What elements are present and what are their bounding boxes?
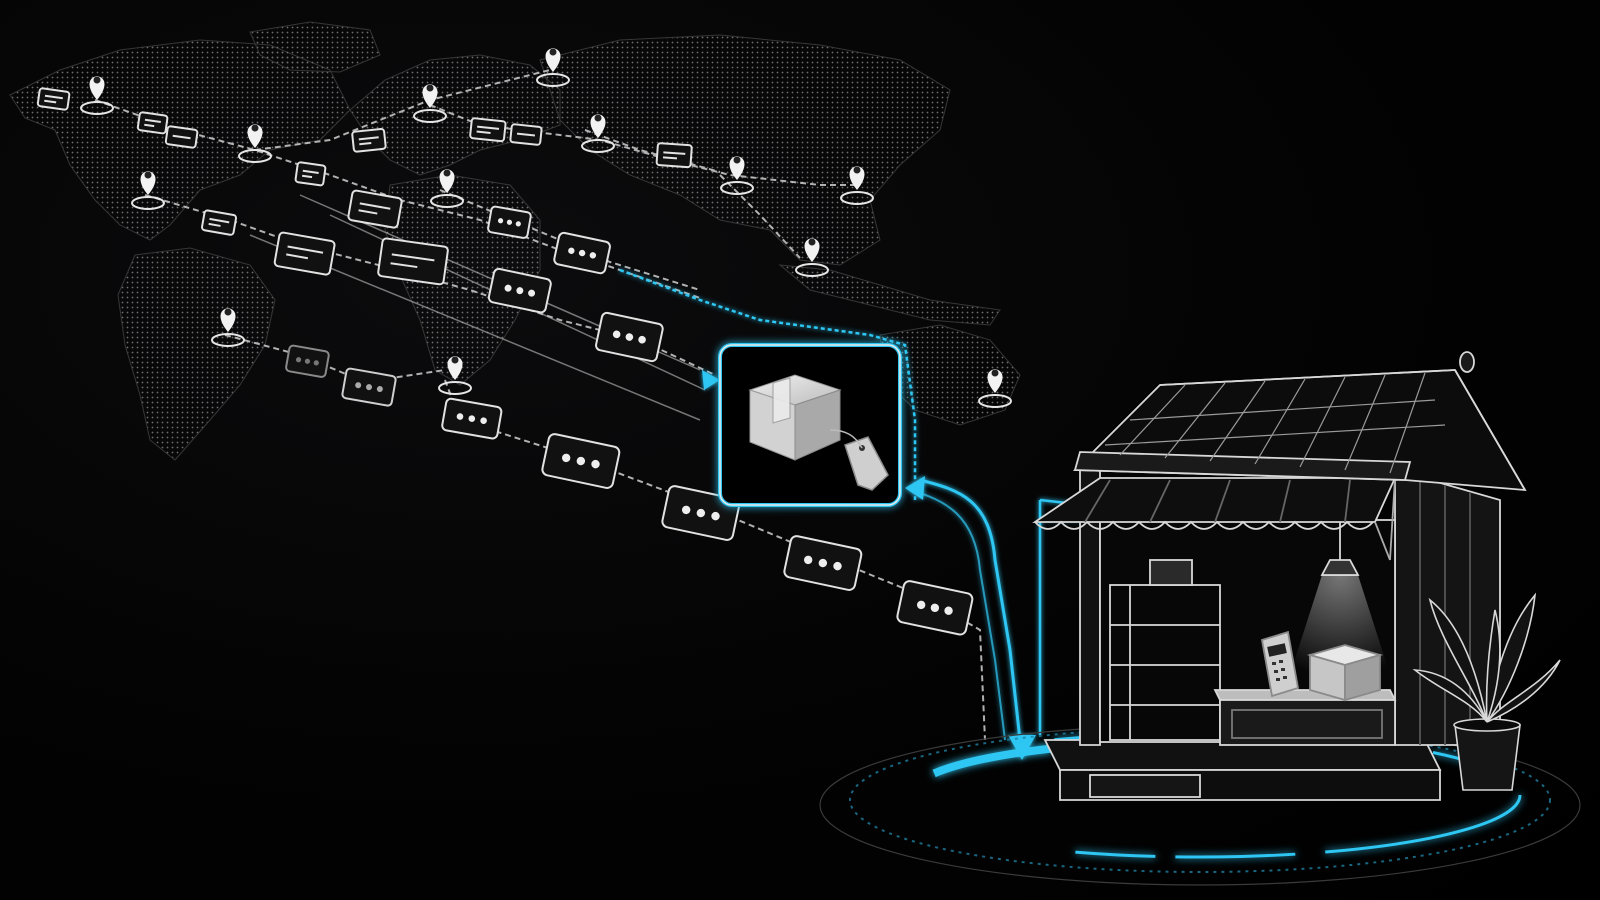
- map-pin-icon: [840, 166, 874, 205]
- arrow-down-icon: [1008, 735, 1036, 760]
- map-pins: [80, 48, 1012, 408]
- map-pin-icon: [438, 356, 472, 395]
- chat-bubble-icon: [377, 237, 449, 286]
- map-pin-icon: [211, 308, 245, 347]
- map-pin-icon: [720, 156, 754, 195]
- chat-bubbles-dots: [285, 205, 974, 636]
- chat-bubble-icon: [285, 344, 330, 378]
- chat-bubble-icon: [441, 397, 503, 440]
- chat-bubble-icon: [541, 433, 621, 489]
- chat-bubble-icon: [201, 209, 238, 236]
- map-pin-icon: [131, 171, 165, 210]
- chat-bubble-icon: [553, 231, 611, 275]
- continent-southeast-asia: [778, 264, 1001, 326]
- map-pin-icon: [581, 114, 615, 153]
- chat-bubble-icon: [273, 231, 336, 276]
- arrow-left-icon: [905, 476, 925, 500]
- kiosk-roof: [1072, 351, 1527, 492]
- chat-bubble-icon: [351, 127, 387, 153]
- continent-south-america: [117, 247, 276, 461]
- chat-bubble-icon: [136, 111, 169, 135]
- world-map: [9, 21, 1021, 461]
- chat-bubble-icon: [595, 311, 664, 363]
- chat-bubbles-text: [36, 87, 693, 286]
- chat-bubble-icon: [164, 125, 199, 149]
- map-pin-icon: [795, 238, 829, 277]
- package-box-icon: [1149, 559, 1193, 586]
- map-pin-icon: [80, 76, 114, 115]
- chat-bubble-icon: [36, 87, 71, 111]
- chat-bubble-icon: [655, 142, 693, 169]
- cyan-flow-paths: [619, 268, 1086, 741]
- continent-asia: [539, 34, 951, 266]
- chat-bubble-icon: [487, 267, 552, 314]
- chat-bubble-icon: [469, 117, 507, 143]
- chat-bubble-icon: [783, 535, 863, 591]
- continent-greenland: [249, 21, 381, 73]
- package-box-icon: [748, 374, 842, 461]
- arrow-heads: [702, 370, 1036, 760]
- map-pin-icon: [413, 84, 447, 123]
- card-terminal-icon: [1260, 630, 1300, 698]
- potted-plant-icon: [1412, 592, 1561, 791]
- map-pin-icon: [978, 369, 1012, 408]
- shop-kiosk-icon: [1032, 351, 1527, 801]
- map-pin-icon: [430, 169, 464, 208]
- continent-europe: [349, 54, 561, 176]
- product-card: [718, 343, 902, 507]
- chat-bubble-icon: [294, 161, 327, 187]
- kiosk-step: [1089, 774, 1201, 798]
- map-pin-icon: [536, 48, 570, 87]
- arrow-right-icon: [702, 370, 720, 390]
- kiosk-right-wall: [1394, 468, 1501, 746]
- map-pin-icon: [238, 124, 272, 163]
- chat-bubble-icon: [509, 123, 543, 146]
- package-box-icon: [1306, 644, 1384, 702]
- price-tag-icon: [829, 429, 889, 491]
- chat-bubble-icon: [487, 205, 532, 239]
- chat-bubble-icon: [896, 580, 974, 636]
- chat-bubble-icon: [347, 189, 403, 229]
- kiosk-awning: [1032, 477, 1397, 561]
- chat-bubble-icon: [341, 367, 397, 407]
